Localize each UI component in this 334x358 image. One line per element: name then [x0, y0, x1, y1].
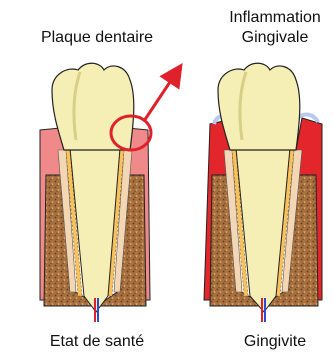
healthy-tooth-illustration	[40, 63, 176, 322]
label-gingivale: Gingivale	[205, 28, 334, 47]
healthy-crown	[52, 63, 134, 150]
label-inflammation: Inflammation	[205, 8, 334, 27]
label-gingivite: Gingivite	[205, 332, 334, 351]
label-etat-de-sante: Etat de santé	[22, 332, 172, 351]
gingivitis-tooth-illustration	[204, 63, 322, 322]
plaque-pointer-arrow	[144, 73, 176, 121]
inflamed-crown	[218, 63, 300, 150]
label-plaque-dentaire: Plaque dentaire	[22, 28, 172, 47]
